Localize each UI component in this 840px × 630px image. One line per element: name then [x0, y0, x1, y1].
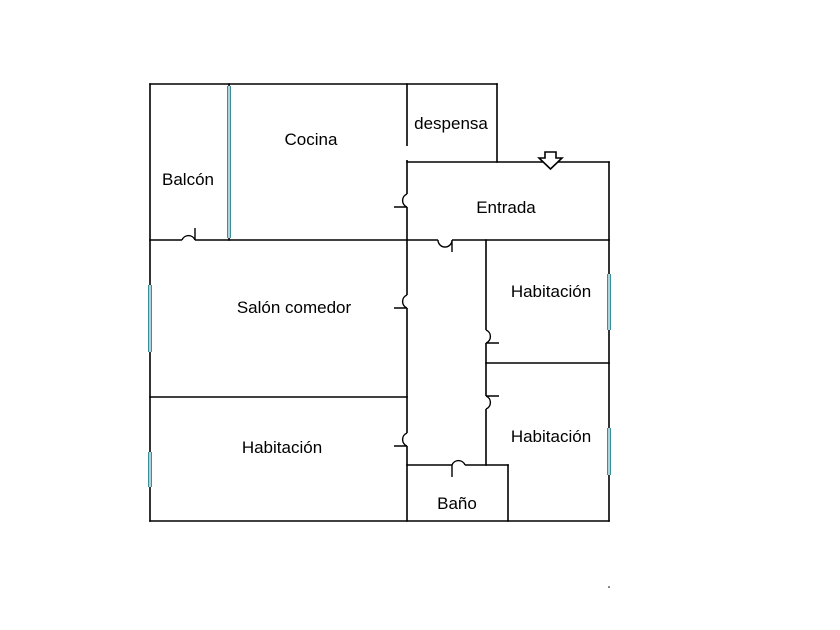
- room-label-living-dining: Salón comedor: [237, 298, 352, 317]
- door-salon: [394, 294, 408, 309]
- room-label-pantry: despensa: [414, 114, 488, 133]
- door-bedroom-right-top: [485, 329, 499, 344]
- doors: [181, 146, 499, 477]
- door-kitchen: [394, 193, 408, 208]
- room-label-bedroom-left: Habitación: [242, 438, 322, 457]
- windows: [148, 86, 611, 487]
- door-bathroom: [451, 459, 466, 477]
- room-label-kitchen: Cocina: [285, 130, 338, 149]
- door-bedroom-right-bottom: [485, 395, 499, 410]
- room-labels: Balcón Cocina despensa Entrada Salón com…: [162, 114, 591, 513]
- door-corridor: [437, 239, 453, 252]
- entry-arrow-icon: [537, 151, 564, 171]
- stray-dot: [608, 586, 610, 588]
- room-label-bedroom-right-bottom: Habitación: [511, 427, 591, 446]
- room-label-bedroom-right-top: Habitación: [511, 282, 591, 301]
- room-label-bathroom: Baño: [437, 494, 477, 513]
- door-balcony: [181, 228, 196, 241]
- room-label-entrance: Entrada: [476, 198, 536, 217]
- walls: [149, 83, 610, 522]
- room-label-balcony: Balcón: [162, 170, 214, 189]
- door-bedroom-left: [394, 432, 408, 447]
